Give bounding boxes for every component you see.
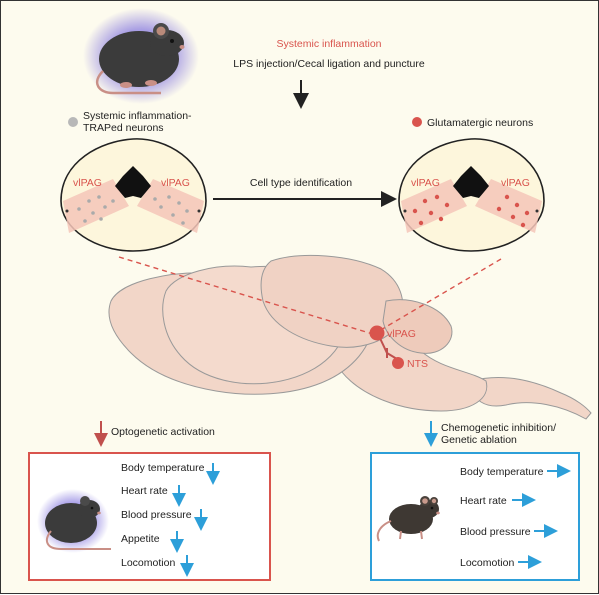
brain-section-right — [398, 138, 545, 252]
legend-right-label: Glutamatergic neurons — [427, 117, 533, 129]
left-effect-item: Appetite — [121, 533, 160, 545]
left-effect-item: Heart rate — [121, 485, 168, 497]
vlpag-label-left-b: vlPAG — [161, 177, 190, 189]
no-change-arrows — [512, 464, 571, 569]
nts-node-label: NTS — [407, 358, 428, 370]
right-effect-item: Blood pressure — [460, 526, 531, 538]
right-effect-item: Locomotion — [460, 557, 514, 569]
nts-node — [392, 357, 404, 369]
legend-dot-gray — [68, 117, 78, 127]
left-effect-item: Blood pressure — [121, 509, 192, 521]
vlpag-node — [369, 325, 385, 341]
left-panel-heading: Optogenetic activation — [111, 426, 215, 438]
right-effect-item: Body temperature — [460, 466, 544, 478]
legend-left-line2: TRAPed neurons — [83, 122, 164, 134]
vlpag-label-right-b: vlPAG — [501, 177, 530, 189]
left-effect-item: Locomotion — [121, 557, 175, 569]
mouse-right-illustration — [376, 496, 440, 542]
brain-section-left — [60, 138, 207, 252]
header-title: Systemic inflammation — [276, 38, 381, 50]
right-panel-heading-line1: Chemogenetic inhibition/ — [441, 422, 556, 434]
mouse-left-illustration — [37, 489, 111, 553]
right-effect-item: Heart rate — [460, 495, 507, 507]
vlpag-label-right-a: vlPAG — [411, 177, 440, 189]
mouse-top-illustration — [83, 8, 199, 104]
vlpag-label-left-a: vlPAG — [73, 177, 102, 189]
sagittal-brain — [108, 254, 592, 420]
legend-left-line1: Systemic inflammation- — [83, 110, 192, 122]
right-panel-heading-line2: Genetic ablation — [441, 434, 517, 446]
header-subtitle: LPS injection/Cecal ligation and punctur… — [233, 58, 425, 70]
vlpag-node-label: vlPAG — [387, 328, 416, 340]
decrease-arrows — [170, 463, 220, 577]
dashed-connector-right — [378, 258, 502, 332]
cell-type-arrow-label: Cell type identification — [250, 177, 352, 189]
legend-dot-red — [412, 117, 422, 127]
left-effect-item: Body temperature — [121, 462, 205, 474]
